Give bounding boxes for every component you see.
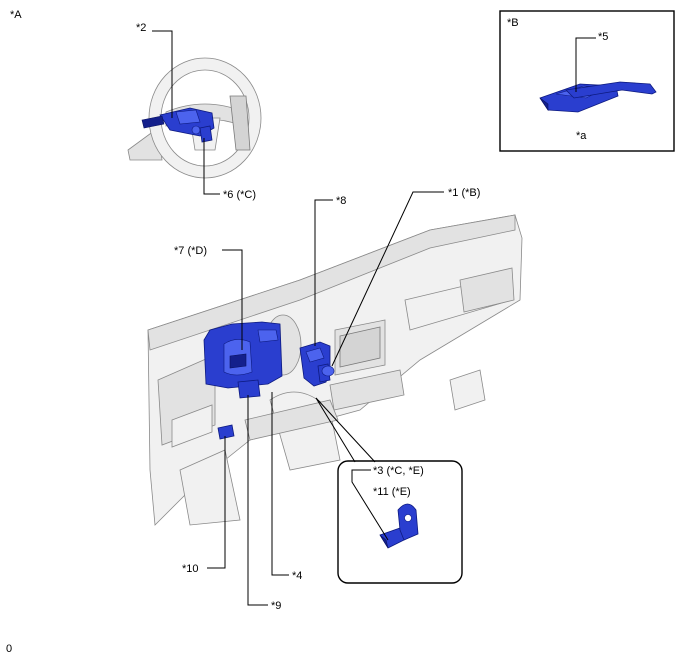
part-4 — [237, 379, 261, 399]
part-10 — [217, 424, 235, 440]
combination-meter-part — [203, 321, 283, 389]
callout-8: *8 — [336, 195, 346, 207]
leader-7 — [222, 249, 243, 350]
view-label-b: *B — [507, 17, 519, 29]
leader-10 — [207, 436, 226, 569]
callout-11: *11 (*E) — [373, 486, 411, 498]
inset-ce-part — [379, 503, 419, 549]
inset-b-frame — [499, 10, 675, 152]
callout-1: *1 (*B) — [448, 187, 480, 199]
leader-lines — [152, 30, 596, 606]
inset-b-part — [539, 81, 657, 113]
callout-9: *9 — [271, 600, 281, 612]
leader-9 — [247, 395, 268, 606]
leader-5 — [575, 37, 596, 92]
callout-7: *7 (*D) — [174, 245, 207, 257]
corner-mark: 0 — [6, 643, 12, 655]
leader-3-11 — [351, 469, 389, 541]
leader-2 — [152, 30, 173, 118]
view-label-a: *A — [10, 9, 22, 21]
part-1 — [321, 365, 335, 377]
inset-connector-b — [315, 397, 376, 463]
leader-6 — [203, 138, 220, 195]
callout-2: *2 — [136, 22, 146, 34]
callout-4: *4 — [292, 570, 302, 582]
callout-5: *5 — [598, 31, 608, 43]
leader-8 — [314, 199, 333, 346]
inset-connector-a — [315, 397, 356, 463]
dashboard-illustration — [147, 214, 523, 526]
callout-10: *10 — [182, 563, 199, 575]
leader-1 — [331, 191, 444, 367]
leader-4 — [271, 392, 289, 576]
inset-b-caption: *a — [576, 130, 587, 142]
callout-3: *3 (*C, *E) — [373, 465, 424, 477]
combination-switch-part — [141, 107, 215, 143]
callout-6: *6 (*C) — [223, 189, 256, 201]
